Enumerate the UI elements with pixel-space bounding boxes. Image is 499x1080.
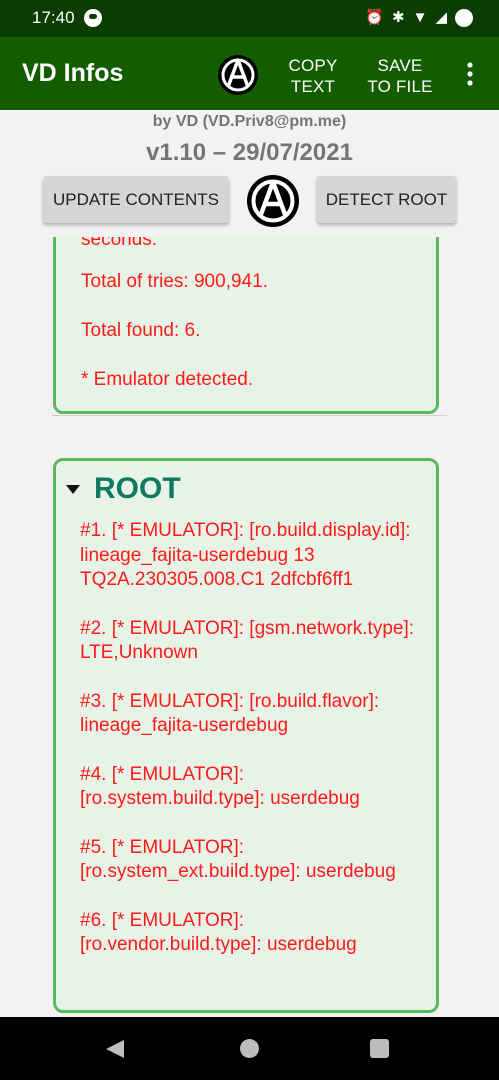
divider — [52, 415, 447, 416]
root-card: ROOT #1. [* EMULATOR]: [ro.build.display… — [53, 458, 439, 1013]
list-item: #5. [* EMULATOR]: [ro.system_ext.build.t… — [80, 836, 396, 883]
summary-card: seconds. Total of tries: 900,941. Total … — [53, 237, 439, 414]
home-icon[interactable] — [240, 1039, 259, 1058]
anarchy-logo-icon — [247, 175, 299, 227]
total-tries-text: Total of tries: 900,941. — [81, 271, 268, 292]
back-icon[interactable] — [106, 1040, 124, 1058]
content-scroll-area[interactable]: seconds. Total of tries: 900,941. Total … — [0, 237, 499, 1017]
anarchy-logo-icon — [218, 55, 258, 95]
total-found-text: Total found: 6. — [81, 320, 201, 341]
recent-apps-icon[interactable] — [370, 1039, 389, 1058]
navigation-bar — [0, 1017, 499, 1080]
root-entries-list: #1. [* EMULATOR]: [ro.build.display.id]:… — [80, 519, 430, 982]
copy-text-button[interactable]: COPY TEXT — [288, 56, 338, 96]
more-vert-icon[interactable] — [463, 62, 477, 86]
update-contents-button[interactable]: UPDATE CONTENTS — [43, 176, 229, 223]
status-icons: ⏰ ✱ ▼ ◢ 47 — [365, 8, 473, 28]
root-section-header[interactable]: ROOT — [66, 471, 181, 507]
detect-root-button[interactable]: DETECT ROOT — [317, 176, 456, 223]
alarm-icon: ⏰ — [365, 9, 385, 26]
root-title: ROOT — [94, 472, 181, 505]
signal-icon: ◢ — [435, 9, 447, 26]
battery-icon: 47 — [455, 9, 473, 27]
version-label: v1.10 – 29/07/2021 — [146, 139, 353, 166]
summary-cut-text: seconds. — [81, 237, 158, 250]
status-bar: 17:40 ⏰ ✱ ▼ ◢ 47 — [0, 0, 499, 37]
list-item: #1. [* EMULATOR]: [ro.build.display.id]:… — [80, 520, 411, 590]
list-item: #2. [* EMULATOR]: [gsm.network.type]: LT… — [80, 617, 415, 664]
message-notification-icon — [84, 9, 102, 27]
status-time: 17:40 — [32, 8, 75, 27]
emulator-detected-text: * Emulator detected. — [81, 369, 254, 390]
collapse-triangle-icon[interactable] — [66, 484, 80, 494]
list-item: #3. [* EMULATOR]: [ro.build.flavor]: lin… — [80, 690, 380, 737]
app-title: VD Infos — [22, 59, 124, 87]
app-bar: VD Infos COPY TEXT SAVE TO FILE — [0, 37, 499, 110]
list-item: #6. [* EMULATOR]: [ro.vendor.build.type]… — [80, 909, 357, 956]
bluetooth-icon: ✱ — [392, 9, 405, 26]
save-to-file-button[interactable]: SAVE TO FILE — [367, 56, 433, 96]
author-byline: by VD (VD.Priv8@pm.me) — [152, 113, 347, 130]
list-item: #4. [* EMULATOR]: [ro.system.build.type]… — [80, 763, 360, 810]
wifi-icon: ▼ — [412, 9, 428, 26]
